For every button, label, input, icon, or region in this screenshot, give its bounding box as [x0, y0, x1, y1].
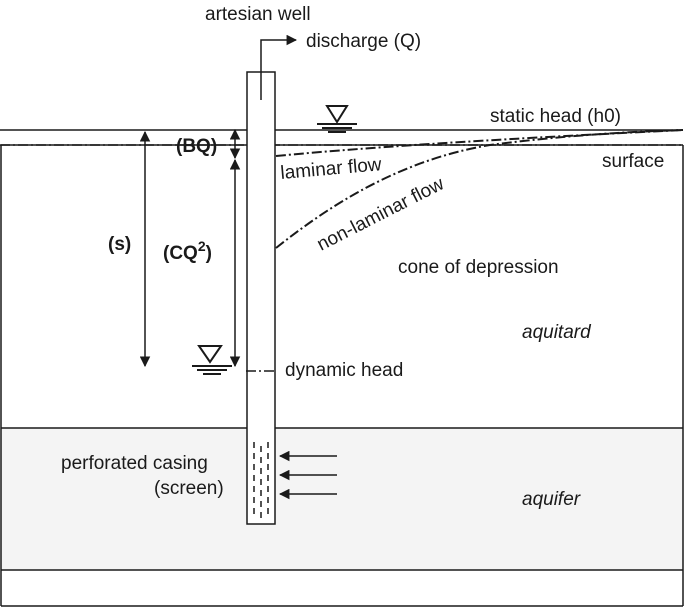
well-casing	[246, 71, 276, 525]
discharge-pipe	[260, 34, 298, 100]
water-level-triangle-icon	[317, 105, 357, 133]
non-laminar-flow-curve	[275, 129, 684, 249]
label-artesian-well: artesian well	[205, 4, 311, 25]
label-bq: (BQ)	[176, 136, 217, 157]
label-perforated-casing: perforated casing	[61, 453, 208, 474]
label-discharge: discharge (Q)	[306, 31, 421, 52]
screen-perforations	[253, 442, 269, 518]
aquifer-layer	[1, 428, 683, 570]
label-cone-of-depression: cone of depression	[398, 257, 559, 278]
label-non-laminar-flow: non-laminar flow	[314, 173, 448, 255]
label-aquifer: aquifer	[522, 489, 581, 510]
label-s: (s)	[108, 234, 131, 255]
water-level-triangle-icon	[192, 345, 232, 375]
label-aquitard: aquitard	[522, 322, 592, 343]
label-surface: surface	[602, 151, 664, 172]
label-dynamic-head: dynamic head	[285, 360, 403, 381]
label-static-head: static head (h0)	[490, 106, 621, 127]
label-screen: (screen)	[154, 478, 224, 499]
label-cq2: (CQ2)	[163, 238, 212, 264]
label-laminar-flow: laminar flow	[280, 154, 383, 184]
